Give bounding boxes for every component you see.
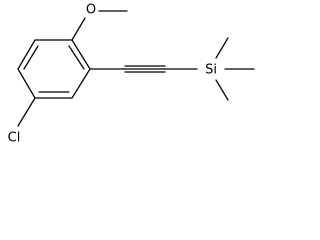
ring-double-c6-c1: [68, 45, 85, 70]
bond-c4-chlorine: [17, 97, 36, 127]
chlorine-label: Cl: [8, 131, 21, 146]
bond-silicon-methyl-top: [215, 37, 229, 59]
ring-bond-c2-c3: [17, 39, 36, 70]
structure-diagram: O Cl Si: [8, 3, 255, 146]
bond-c1-oxygen: [71, 17, 86, 41]
ring-double-c2-c3: [23, 45, 39, 70]
silicon-label: Si: [205, 63, 217, 78]
oxygen-label: O: [86, 3, 96, 18]
bond-silicon-methyl-bottom: [215, 79, 229, 101]
ring-bond-c3-c4: [17, 68, 36, 99]
ring-bond-c5-c6: [71, 68, 91, 99]
ring-bond-c6-c1: [71, 39, 91, 70]
